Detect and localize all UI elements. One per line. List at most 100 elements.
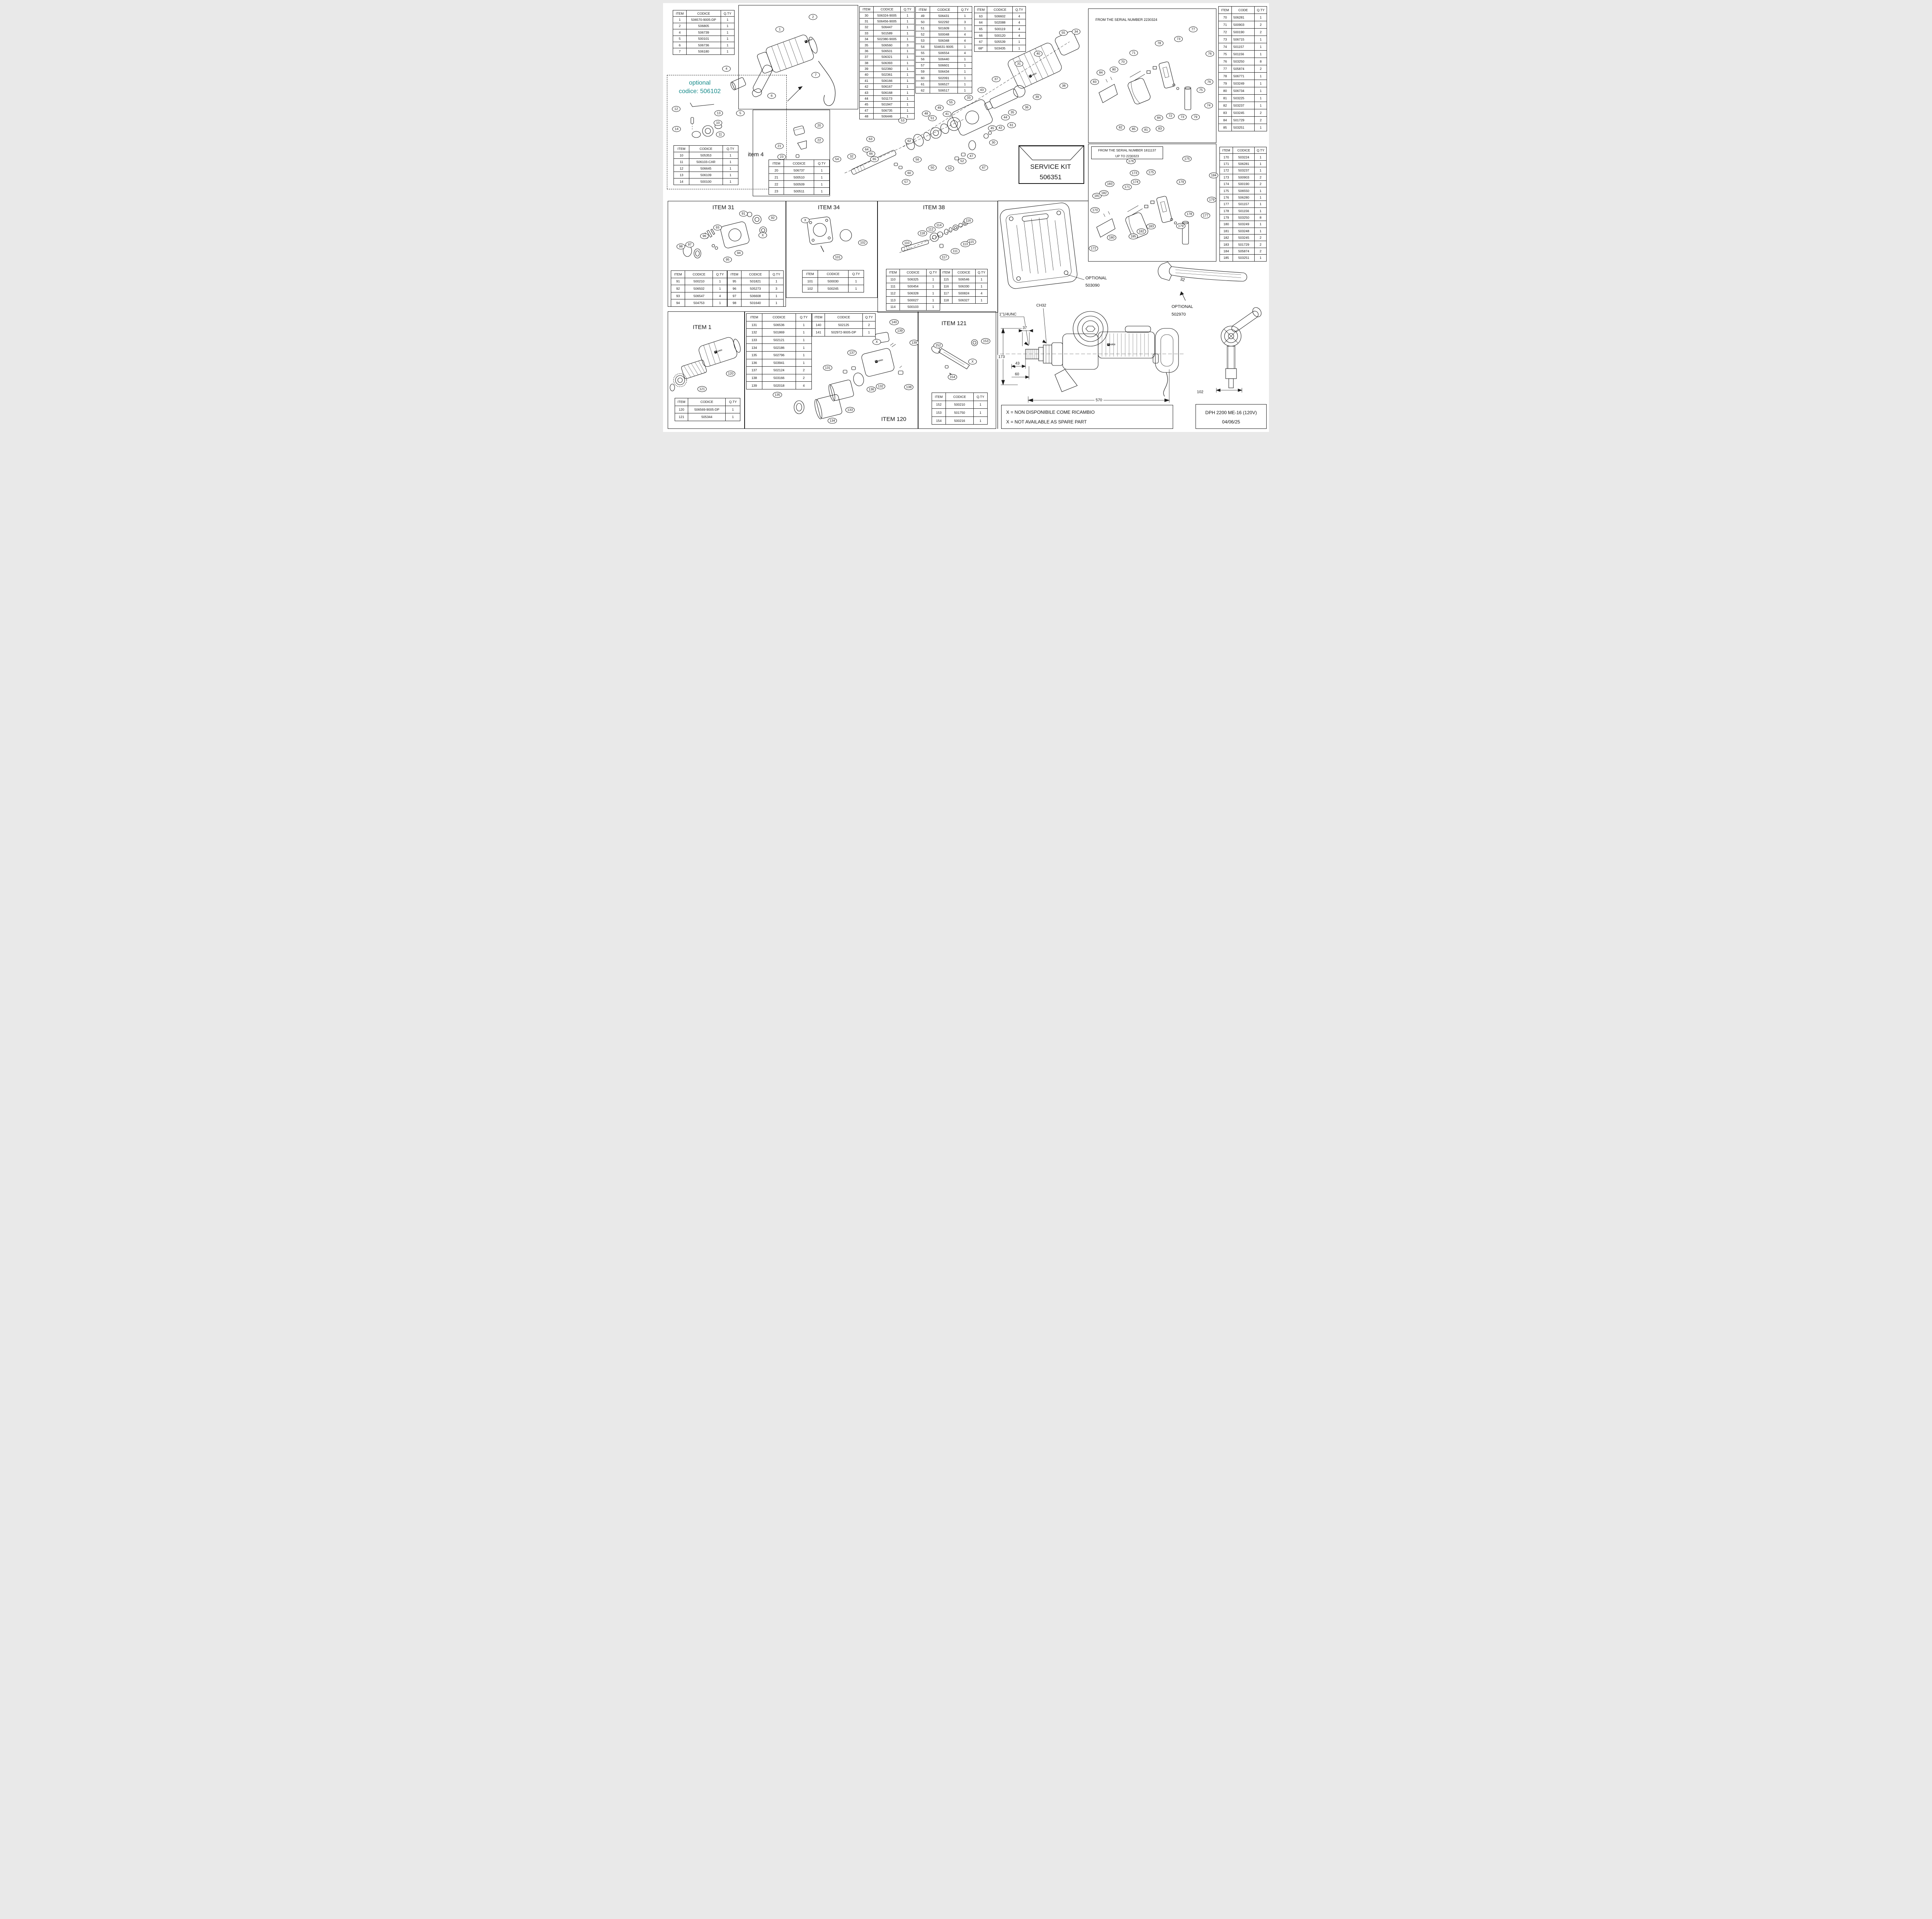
part-cell: 1 (769, 292, 784, 300)
box-item1 (668, 311, 745, 429)
part-cell: 2 (1254, 234, 1267, 241)
part-cell: 506328 (899, 289, 927, 297)
part-cell: 173 (1219, 173, 1233, 181)
column-header: CODICE (741, 270, 770, 278)
callout-32-16: 32 (847, 153, 856, 160)
callout-178-85: 178 (1184, 211, 1194, 217)
part-cell: 21 (768, 173, 784, 181)
callout-154-131: 154 (947, 374, 957, 380)
part-cell: 1 (796, 328, 812, 337)
serial-note-top: FROM THE SERIAL NUMBER 2230324 (1095, 18, 1158, 22)
part-cell: 11 (673, 158, 690, 165)
callout-54-15: 54 (833, 156, 841, 162)
dim-173: 173 (997, 355, 1006, 359)
part-cell: 1 (975, 275, 988, 283)
column-header: Q.TY (957, 6, 972, 13)
callout-35-41: 35 (1008, 109, 1017, 116)
column-header: CODICE (946, 393, 974, 401)
part-cell: 500510 (784, 173, 815, 181)
part-cell: 506324-9005 (873, 12, 901, 19)
callout-22-12: 22 (815, 137, 823, 143)
part-cell: 502091 (929, 75, 958, 82)
part-cell: 2 (1254, 28, 1267, 36)
part-cell: 1 (973, 400, 988, 409)
part-cell: 500216 (946, 416, 974, 425)
item4-label: item 4 (748, 151, 764, 158)
part-cell: 1 (900, 89, 915, 96)
part-cell: 76 (1218, 58, 1232, 65)
column-header: Q.TY (973, 393, 988, 401)
part-cell: 174 (1219, 180, 1233, 188)
part-cell: 152 (931, 400, 946, 409)
part-cell: 2 (796, 374, 812, 382)
section-title-item1: ITEM 1 (692, 324, 712, 331)
callout-134-126: 134 (827, 418, 837, 424)
part-cell: 501640 (741, 299, 770, 307)
part-cell: 154 (931, 416, 946, 425)
part-cell: 30 (859, 12, 874, 19)
part-cell: 506735 (873, 107, 901, 114)
column-header: CODICE (873, 6, 901, 13)
part-cell: 65 (974, 25, 988, 32)
part-cell: 1 (796, 351, 812, 359)
part-cell: 500030 (817, 277, 849, 285)
part-cell: 3 (957, 19, 972, 25)
part-cell: 95 (727, 277, 742, 286)
part-cell: 1 (814, 180, 830, 188)
callout-182-89: 182 (1136, 228, 1146, 235)
part-cell: 36 (859, 48, 874, 54)
part-cell: 32 (859, 24, 874, 31)
optional-case-label: OPTIONAL (1085, 276, 1107, 280)
part-cell: 181 (1219, 227, 1233, 235)
box-item121 (918, 311, 996, 429)
part-cell: 1 (957, 81, 972, 88)
column-header: ITEM (802, 270, 818, 278)
part-cell: 506434 (929, 68, 958, 75)
note-english: X = NOT AVAILABLE AS SPARE PART (1006, 419, 1087, 425)
part-cell: 7 (672, 48, 687, 55)
part-cell: 1 (720, 22, 735, 30)
callout-175-76: 175 (1146, 169, 1156, 175)
part-cell: 14 (673, 178, 690, 185)
part-cell: 502361 (873, 71, 901, 78)
callout-11-10: 11 (716, 131, 724, 138)
part-cell: 506601 (929, 62, 958, 69)
part-cell: 501156 (1233, 207, 1255, 214)
dim-60: 60 (1014, 372, 1020, 377)
part-cell: 176 (1219, 194, 1233, 201)
title-block-date: 04/06/25 (1222, 419, 1240, 425)
part-cell: 501589 (873, 30, 901, 36)
callout-61-45: 61 (1007, 122, 1016, 128)
part-cell: 71 (1218, 21, 1232, 29)
part-cell: 175 (1219, 187, 1233, 194)
callout-53-17: 53 (898, 117, 907, 124)
part-cell: 1 (722, 152, 739, 159)
column-header: ITEM (931, 393, 946, 401)
column-header: Q.TY (1012, 6, 1026, 13)
part-cell: 506348 (929, 37, 958, 44)
part-cell: 59 (915, 68, 930, 75)
part-cell: 1 (1254, 194, 1267, 201)
callout-182-82: 182 (1099, 190, 1109, 196)
part-cell: 3 (769, 285, 784, 292)
drawing-grinder-motor (730, 34, 836, 106)
part-cell: 1 (957, 87, 972, 94)
callout-175-73: 175 (1182, 156, 1192, 162)
part-cell: 1 (1254, 36, 1267, 43)
part-cell: 1 (720, 41, 735, 49)
column-header: CODICE (952, 269, 976, 276)
leader-optional-case (1066, 274, 1085, 280)
part-cell: 502360 (873, 65, 901, 72)
part-cell: 1 (722, 165, 739, 172)
part-cell: 1 (672, 16, 687, 23)
box-optional (667, 75, 787, 189)
callout-85-71: 85 (1129, 126, 1138, 132)
callout-52-49: 52 (958, 158, 966, 164)
part-cell: 8 (1254, 58, 1267, 65)
callout-X-96: X (759, 232, 767, 238)
callout-83-69: 83 (1156, 126, 1164, 132)
